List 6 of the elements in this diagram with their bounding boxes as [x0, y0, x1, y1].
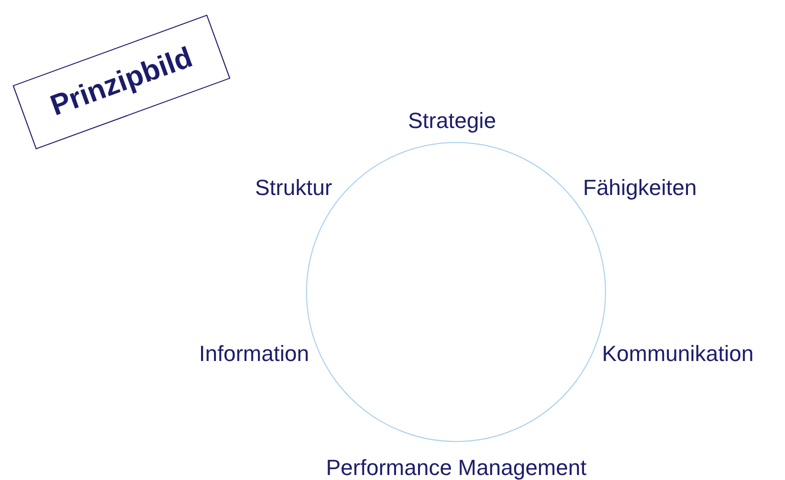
circle-label: Fähigkeiten: [583, 175, 697, 201]
circle-label: Performance Management: [326, 455, 586, 480]
circle-label: Information: [199, 341, 310, 367]
circle-label: Struktur: [255, 175, 332, 201]
circle-label: Strategie: [408, 108, 496, 134]
circle-label: Kommunikation: [602, 341, 754, 367]
